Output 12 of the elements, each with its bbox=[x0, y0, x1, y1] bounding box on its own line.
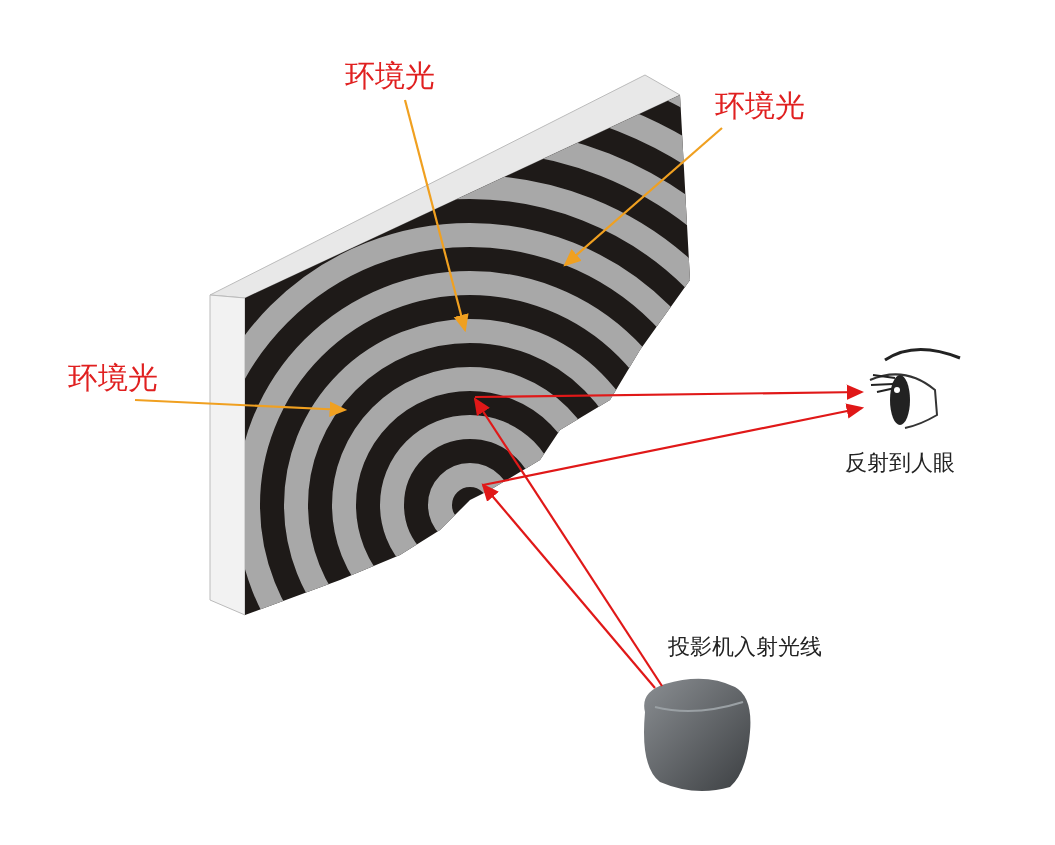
label-text: 环境光 bbox=[345, 58, 435, 94]
label-text: 环境光 bbox=[68, 360, 158, 396]
arrow bbox=[134, 398, 348, 417]
arrow bbox=[475, 384, 865, 400]
caption: 反射到人眼 bbox=[845, 449, 955, 477]
label-text: 环境光 bbox=[715, 88, 805, 124]
arrow bbox=[481, 483, 656, 689]
arrow bbox=[482, 403, 865, 487]
arrow bbox=[473, 397, 663, 687]
caption: 投影机入射光线 bbox=[668, 633, 822, 661]
arrow bbox=[403, 99, 469, 333]
arrow bbox=[563, 127, 723, 267]
